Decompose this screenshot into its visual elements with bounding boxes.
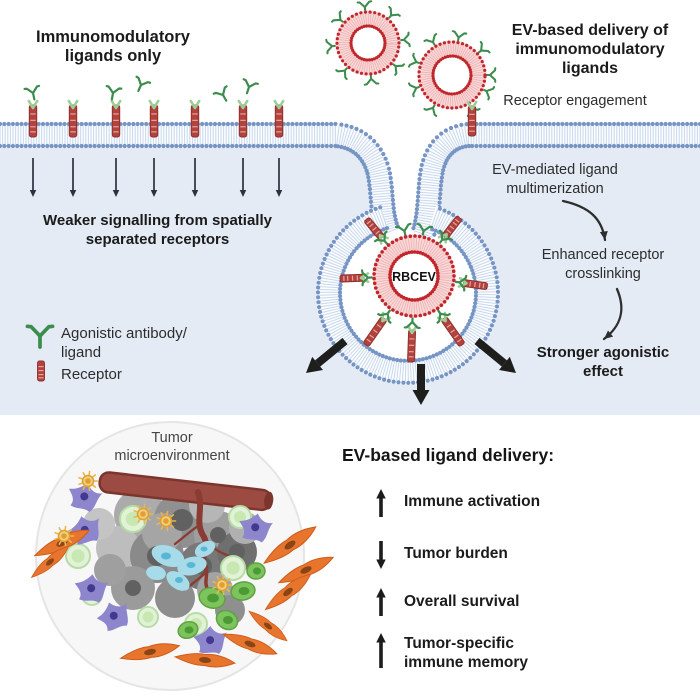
step-receptor-engagement: Receptor engagement [503,93,647,109]
arrow [69,158,77,197]
invagination-membrane [315,205,501,385]
arrow [474,337,516,373]
outcome-label: Overall survival [404,593,520,610]
ev-vesicle-1 [325,0,411,86]
blood-vessel [98,471,274,592]
yellow-dendritic-cells [54,470,233,596]
receptor-icon [364,217,389,245]
receptor-icon [363,311,392,347]
legend-antibody-label: Agonistic antibody/ ligand [61,325,187,361]
tumor-microenvironment-label: Tumor microenvironment [114,430,230,464]
receptor-icon [37,360,45,382]
receptor-icon [110,99,122,138]
rbcev-vesicle-label: RBCEV [392,270,436,284]
separated-receptors-group [23,75,285,197]
orange-cells [30,526,335,668]
weaker-signalling-caption: Weaker signalling from spatially separat… [43,212,272,248]
arrow [306,337,348,373]
arrow [412,364,430,405]
receptor-icon [27,99,39,138]
increase-arrow-icon [376,489,386,517]
receptor-icon [339,272,370,284]
arrow [112,158,120,197]
increase-arrow-icon [376,588,386,616]
antibody-icon [23,84,41,101]
step-multimerization: EV-mediated ligand multimerization [492,162,618,197]
increase-arrow-icon [376,633,386,668]
engaged-receptor [466,100,478,137]
right-panel-title: EV-based delivery of immunomodulatory li… [511,22,669,77]
receptor-icon [237,99,249,138]
receptor-icon [273,99,285,138]
arrow [239,158,247,197]
curved-arrow-2 [602,287,623,341]
ev-vesicle-2-ring [417,40,487,110]
outcome-label: Tumor-specific immune memory [404,635,529,671]
antibody-icon [212,85,228,102]
receptor-icon [437,215,462,244]
receptor-icon [436,311,465,347]
outcome-arrows [376,489,386,668]
arrow [191,158,199,197]
antibody-icon [135,75,152,93]
arrow [29,158,37,197]
delivery-heading: EV-based ligand delivery: [342,445,555,465]
rbcev-ring [372,234,456,318]
purple-cells [67,482,274,654]
antibody-icon [105,84,123,101]
plasma-membrane-right [411,121,700,239]
receptor-icon [406,324,418,363]
receptor-icon [148,99,160,138]
curved-arrow-1 [561,199,608,242]
antibody-icon [242,78,259,95]
rbcev-group [339,215,488,363]
step-stronger-effect: Stronger agonistic effect [536,344,670,380]
receptor-icon [466,100,478,137]
arrow [150,158,158,197]
arrow [275,158,283,197]
ev-vesicle-1-ring [335,10,401,76]
green-cells [177,562,266,640]
outcome-label: Immune activation [404,493,541,510]
step-crosslinking: Enhanced receptor crosslinking [541,247,665,282]
blue-cells [146,540,216,591]
receptor-icon [189,99,201,138]
decrease-arrow-icon [376,541,386,569]
legend-receptor-label: Receptor [61,366,122,383]
plasma-membrane-left [0,121,401,240]
outcome-label: Tumor burden [404,545,508,562]
receptor-icon [67,99,79,138]
left-panel-title: Immunomodulatory ligands only [35,28,190,65]
strong-signal-arrows [306,337,516,405]
legend-icons [25,324,55,382]
antibody-icon [25,324,55,349]
tumor-illustration [30,421,335,691]
